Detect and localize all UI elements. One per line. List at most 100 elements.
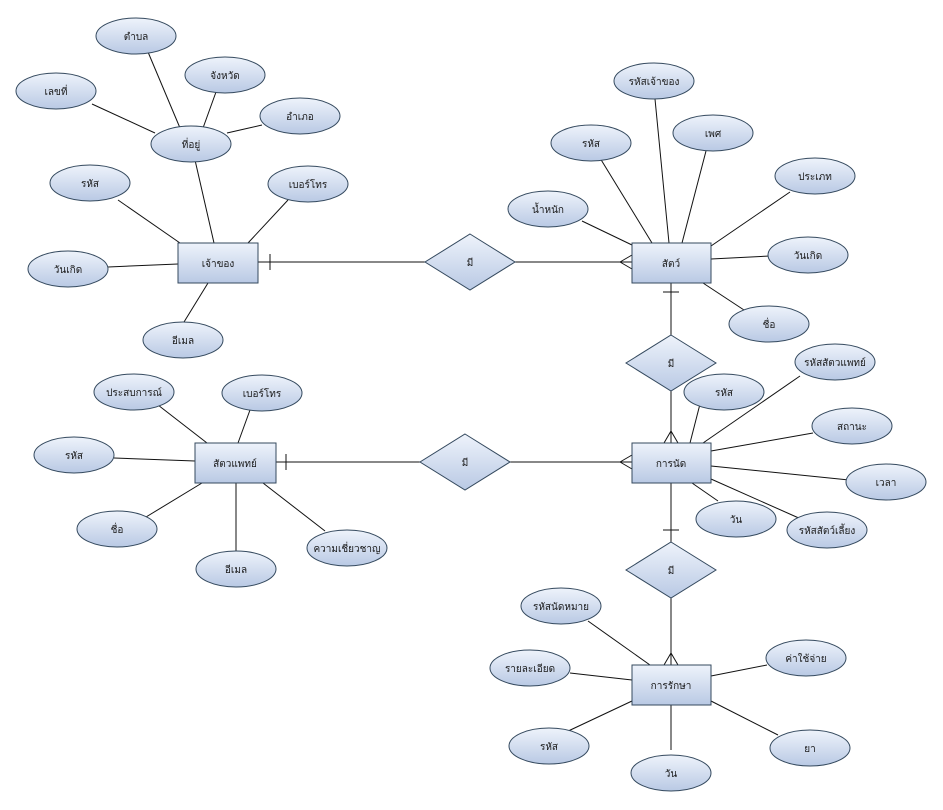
attribute-appt-time[interactable]: เวลา [845,463,927,501]
attribute-treat-detail[interactable]: รายละเอียด [489,649,571,687]
attribute-owner-phone[interactable]: เบอร์โทร [267,165,349,203]
attribute-address-label: ที่อยู่ [182,137,200,151]
attribute-vet-phone[interactable]: เบอร์โทร [221,374,303,412]
attribute-pet-sex-label: เพศ [705,129,722,140]
connector-owner-id [117,199,181,244]
attribute-vet-email[interactable]: อีเมล [195,550,277,588]
connector-vet-experience [157,404,208,444]
attribute-appt-date[interactable]: วัน [695,500,777,538]
connector-vet-name [145,482,203,518]
connector-address-house-no [91,103,156,134]
connector-pet-name [702,282,745,311]
attribute-treat-id-label: รหัส [540,742,558,753]
attribute-appt-time-label: เวลา [876,478,897,489]
attribute-treat-appt-id-label: รหัสนัดหมาย [533,602,589,613]
attribute-pet-sex[interactable]: เพศ [672,114,754,152]
attribute-treat-id[interactable]: รหัส [508,727,590,765]
attribute-house-no-label: เลขที่ [45,84,68,98]
relationship-owner-pet[interactable]: มี [424,233,516,291]
connector-appt-time [710,465,850,481]
attribute-pet-birth-label: วันเกิด [794,251,822,262]
entity-treatment[interactable]: การรักษา [631,664,712,706]
attribute-owner-id[interactable]: รหัส [49,164,131,202]
attribute-appt-id[interactable]: รหัส [683,373,765,411]
attribute-pet-type-label: ประเภท [798,172,832,183]
relationship-pet-appointment-label: มี [668,358,675,370]
attribute-appt-vet-id-label: รหัสสัตวแพทย์ [804,357,866,369]
attribute-vet-expertise[interactable]: ความเชี่ยวชาญ [306,529,388,567]
entity-pet[interactable]: สัตว์ [631,242,712,284]
relationship-appointment-treatment[interactable]: มี [625,541,717,599]
connector-appt-pet-id [710,478,802,520]
pet-many-mark [619,254,633,270]
attribute-appt-pet-id-label: รหัสสัตว์เลี้ยง [799,523,856,537]
attribute-appt-status-label: สถานะ [837,422,867,433]
connector-pet-weight [581,220,633,246]
attribute-pet-birth[interactable]: วันเกิด [767,236,849,274]
connector-treat-drug [710,700,779,736]
attribute-treat-drug[interactable]: ยา [769,729,851,767]
attribute-treat-date[interactable]: วัน [630,754,712,792]
attribute-house-no[interactable]: เลขที่ [15,72,97,110]
attribute-treat-appt-id[interactable]: รหัสนัดหมาย [520,587,602,625]
connector-address-subdistrict [147,51,181,129]
connector-pet-sex [681,150,707,244]
connector-owner-email [183,282,209,323]
attribute-province[interactable]: จังหวัด [184,56,266,94]
attribute-owner-birth[interactable]: วันเกิด [27,250,109,288]
attribute-appt-date-label: วัน [730,515,743,526]
relationship-appointment-treatment-label: มี [668,565,675,577]
attribute-owner-email[interactable]: อีเมล [142,321,224,359]
attribute-pet-owner-id[interactable]: รหัสเจ้าของ [613,62,695,100]
connector-pet-id [599,157,653,244]
attribute-vet-name[interactable]: ชื่อ [76,510,158,548]
attribute-owner-phone-label: เบอร์โทร [289,178,328,191]
relationship-pet-appointment[interactable]: มี [625,334,717,392]
appt-many-mark-top [663,430,679,444]
attribute-pet-type[interactable]: ประเภท [774,157,856,195]
entity-treatment-label: การรักษา [651,681,692,692]
connector-treat-cost [710,664,768,677]
entity-appointment[interactable]: การนัด [631,442,712,484]
attribute-appt-pet-id[interactable]: รหัสสัตว์เลี้ยง [786,511,868,549]
treat-many-mark [663,652,679,666]
attribute-pet-name[interactable]: ชื่อ [728,305,810,343]
attribute-vet-phone-label: เบอร์โทร [243,387,282,400]
attribute-pet-id[interactable]: รหัส [550,124,632,162]
attribute-owner-email-label: อีเมล [172,335,194,347]
attribute-vet-experience[interactable]: ประสบการณ์ [93,373,175,411]
connector-treat-appt-id [587,620,651,666]
entity-owner[interactable]: เจ้าของ [177,242,259,284]
attribute-pet-weight-label: น้ำหนัก [532,202,564,216]
appt-many-mark-left [619,454,633,470]
attribute-district[interactable]: อำเภอ [259,97,341,135]
connector-appt-vet-id [702,375,801,444]
attribute-vet-expertise-label: ความเชี่ยวชาญ [313,541,380,555]
connector-lines [91,51,850,750]
attribute-owner-id-label: รหัส [81,179,99,190]
attribute-treat-cost[interactable]: ค่าใช้จ่าย [765,639,847,677]
entity-pet-label: สัตว์ [662,258,680,270]
connector-vet-id [113,457,196,462]
attribute-vet-id-label: รหัส [65,451,83,462]
attribute-owner-birth-label: วันเกิด [54,265,82,276]
attribute-appt-vet-id[interactable]: รหัสสัตวแพทย์ [794,343,876,381]
attribute-pet-weight[interactable]: น้ำหนัก [507,190,589,228]
attribute-appt-status[interactable]: สถานะ [811,407,893,445]
attribute-address[interactable]: ที่อยู่ [150,125,232,163]
connector-owner-address [194,159,215,244]
connector-appt-id [689,403,701,444]
entity-vet[interactable]: สัตวแพทย์ [194,442,277,484]
attribute-vet-id[interactable]: รหัส [33,436,115,474]
connector-appt-date [691,482,719,502]
relationship-vet-appointment[interactable]: มี [419,433,511,491]
relationship-vet-appointment-label: มี [462,457,469,469]
attribute-pet-id-label: รหัส [582,139,600,150]
attribute-subdistrict[interactable]: ตำบล [95,17,177,55]
connector-pet-type [710,191,791,247]
attribute-vet-experience-label: ประสบการณ์ [106,387,162,399]
entity-appointment-label: การนัด [656,459,686,470]
connector-treat-detail [569,672,633,681]
connector-owner-birth [107,263,179,268]
